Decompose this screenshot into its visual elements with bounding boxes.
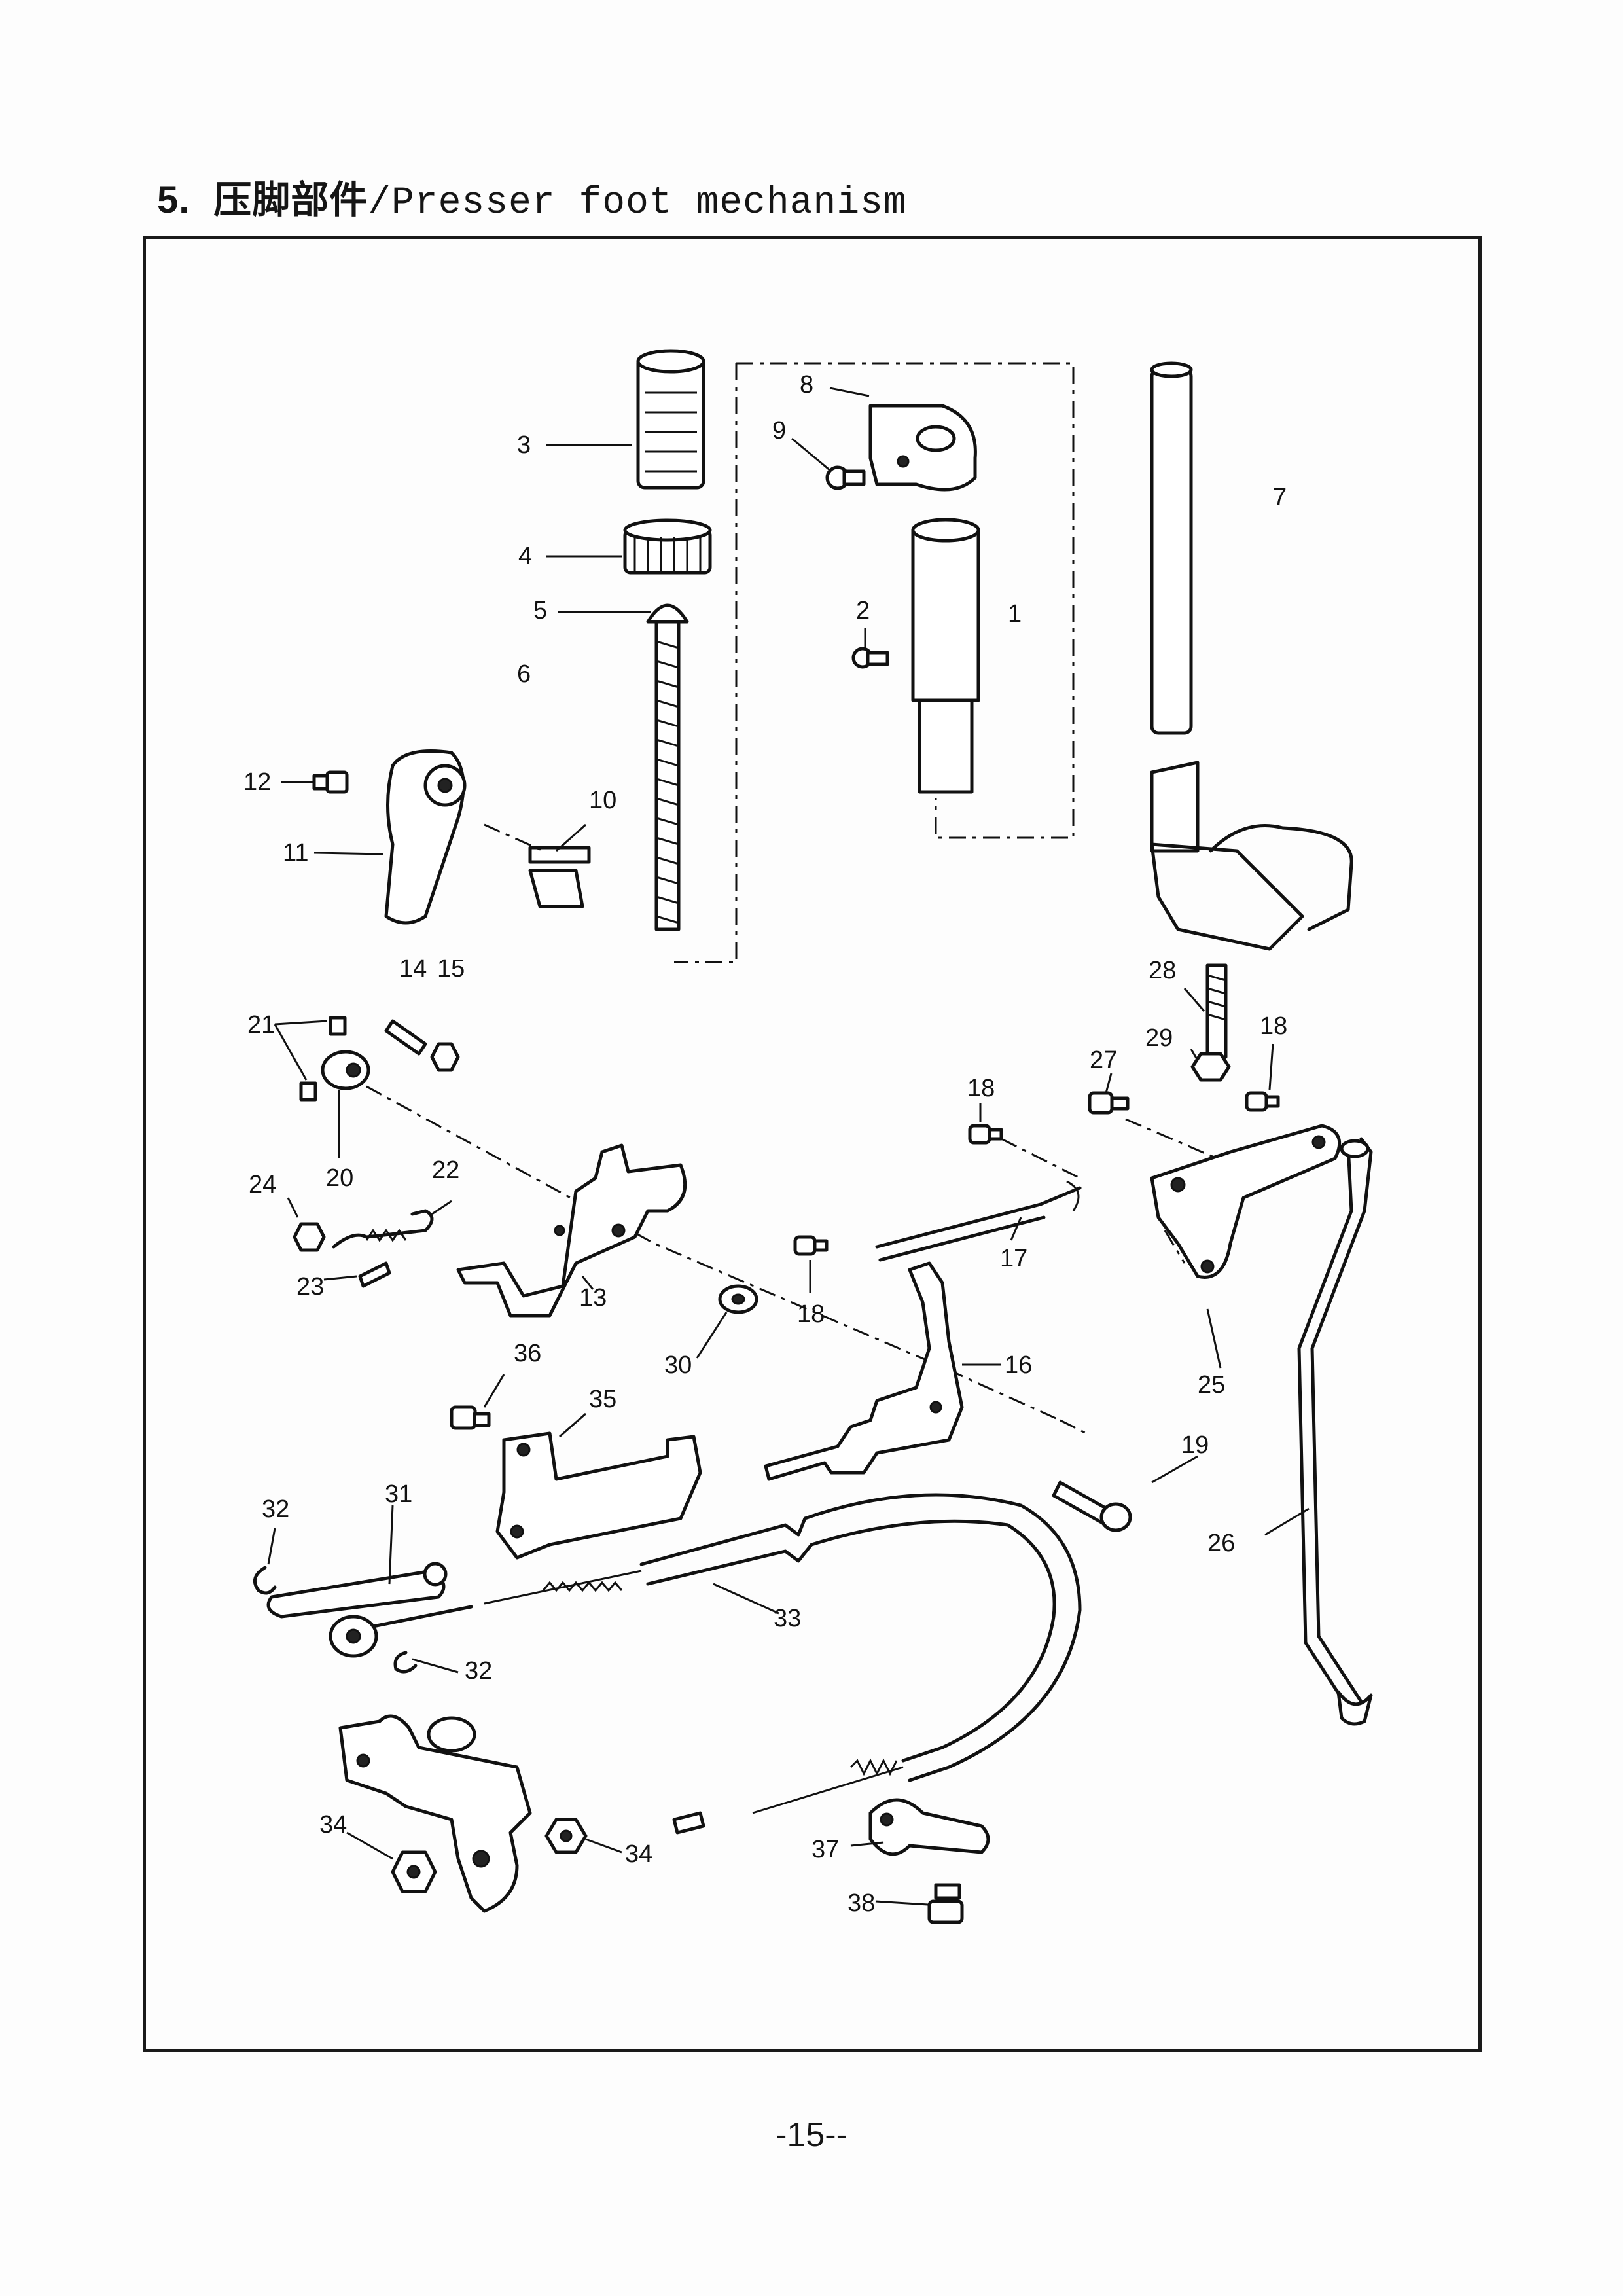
- part-15-nut: [430, 1042, 460, 1072]
- label-part-18a: 18: [967, 1075, 995, 1102]
- part-32-e-rings: [253, 1566, 418, 1674]
- part-31-link: [266, 1562, 448, 1619]
- title-separator: /: [368, 182, 392, 224]
- label-part-15: 15: [437, 955, 465, 982]
- page-number: -15--: [776, 2116, 847, 2154]
- label-part-30: 30: [664, 1352, 692, 1379]
- label-part-34a: 34: [319, 1811, 347, 1839]
- part-11-lever: [384, 749, 467, 925]
- label-part-19: 19: [1181, 1431, 1209, 1459]
- part-35-plate: [495, 1431, 702, 1560]
- label-part-38: 38: [847, 1890, 875, 1917]
- label-part-14: 14: [399, 955, 427, 982]
- part-12-screw: [312, 770, 349, 794]
- label-part-26: 26: [1207, 1530, 1235, 1557]
- part-9-screw: [825, 465, 866, 490]
- label-part-20: 20: [326, 1164, 353, 1192]
- part-34-bracket: [338, 1714, 588, 1913]
- label-part-12: 12: [243, 768, 271, 796]
- section-title: 5. 压脚部件/Presser foot mechanism: [157, 169, 907, 224]
- part-3-adjusting-screw: [636, 349, 705, 490]
- label-part-27: 27: [1090, 1047, 1117, 1074]
- label-part-29: 29: [1145, 1024, 1173, 1052]
- centerline-20-13: [366, 1085, 1061, 1422]
- label-part-9: 9: [772, 417, 786, 444]
- part-28-stud: [1205, 963, 1228, 1059]
- part-33-cable: [329, 1493, 1082, 1835]
- label-part-22: 22: [432, 1157, 459, 1184]
- section-number: 5.: [157, 179, 190, 221]
- part-25-lever-plate: [1150, 1124, 1342, 1279]
- label-part-18c: 18: [1260, 1013, 1287, 1040]
- part-22-spring: [332, 1209, 434, 1249]
- part-26-lifter-rod: [1297, 1137, 1373, 1726]
- label-part-8: 8: [800, 371, 813, 399]
- part-29-nut: [1190, 1052, 1231, 1082]
- label-part-3: 3: [517, 431, 531, 459]
- label-part-32b: 32: [465, 1657, 492, 1685]
- part-1-presser-bar: [911, 518, 980, 794]
- part-30-washer: [718, 1284, 758, 1314]
- label-part-32a: 32: [262, 1496, 289, 1523]
- part-24-nut: [293, 1222, 326, 1252]
- part-21-set-screws: [299, 1016, 347, 1102]
- part-27-bolt: [1088, 1091, 1130, 1115]
- label-part-24: 24: [249, 1171, 276, 1198]
- part-19-pin: [1052, 1419, 1132, 1532]
- part-38-screw: [927, 1883, 964, 1924]
- assembly-dash-bracket: [674, 362, 1075, 963]
- part-13-lever-plate: [456, 1143, 687, 1318]
- part-18-bolts: [793, 1091, 1280, 1256]
- label-part-36: 36: [514, 1340, 541, 1367]
- part-37-cable-clamp: [868, 1798, 990, 1856]
- part-14-screw: [384, 1019, 427, 1056]
- section-title-english: Presser foot mechanism: [391, 182, 907, 224]
- label-part-2: 2: [856, 597, 870, 624]
- part-20-collar: [321, 1050, 370, 1090]
- label-part-16: 16: [1005, 1352, 1032, 1379]
- label-part-5: 5: [533, 597, 547, 624]
- label-part-6: 6: [517, 660, 531, 688]
- part-16-bracket: [764, 1261, 964, 1481]
- diagram-frame: [143, 236, 1482, 2052]
- part-2-screw: [851, 647, 889, 669]
- part-36-bolt: [450, 1405, 491, 1430]
- label-part-17: 17: [1000, 1245, 1027, 1272]
- label-part-10: 10: [589, 787, 616, 814]
- part-labels: 1 2 3 4 5 6 7 8 9 10 11 12 13 14 15 16 1…: [243, 371, 1287, 1917]
- part-8-bar-clamp: [868, 404, 977, 492]
- part-23-screw: [358, 1261, 391, 1288]
- part-4-nut: [623, 518, 712, 575]
- label-part-23: 23: [296, 1273, 324, 1300]
- label-part-1: 1: [1008, 600, 1022, 628]
- label-part-33: 33: [774, 1605, 801, 1632]
- label-part-13: 13: [579, 1284, 607, 1312]
- label-part-34b: 34: [625, 1840, 652, 1868]
- label-part-35: 35: [589, 1386, 616, 1413]
- label-part-25: 25: [1198, 1371, 1225, 1399]
- label-part-7: 7: [1273, 484, 1287, 511]
- label-part-4: 4: [518, 543, 532, 570]
- label-part-11: 11: [283, 839, 308, 867]
- section-title-chinese: 压脚部件: [213, 177, 368, 222]
- part-5-6-pressure-rod: [646, 603, 689, 931]
- label-part-21: 21: [247, 1011, 275, 1039]
- part-17-connecting-rod: [875, 1118, 1218, 1262]
- label-part-37: 37: [812, 1836, 839, 1863]
- leader-lines: [267, 387, 1310, 1906]
- label-part-28: 28: [1149, 957, 1176, 984]
- label-part-18b: 18: [797, 1300, 825, 1328]
- part-7-presser-foot-assembly: [1150, 361, 1353, 951]
- label-part-31: 31: [385, 1480, 412, 1508]
